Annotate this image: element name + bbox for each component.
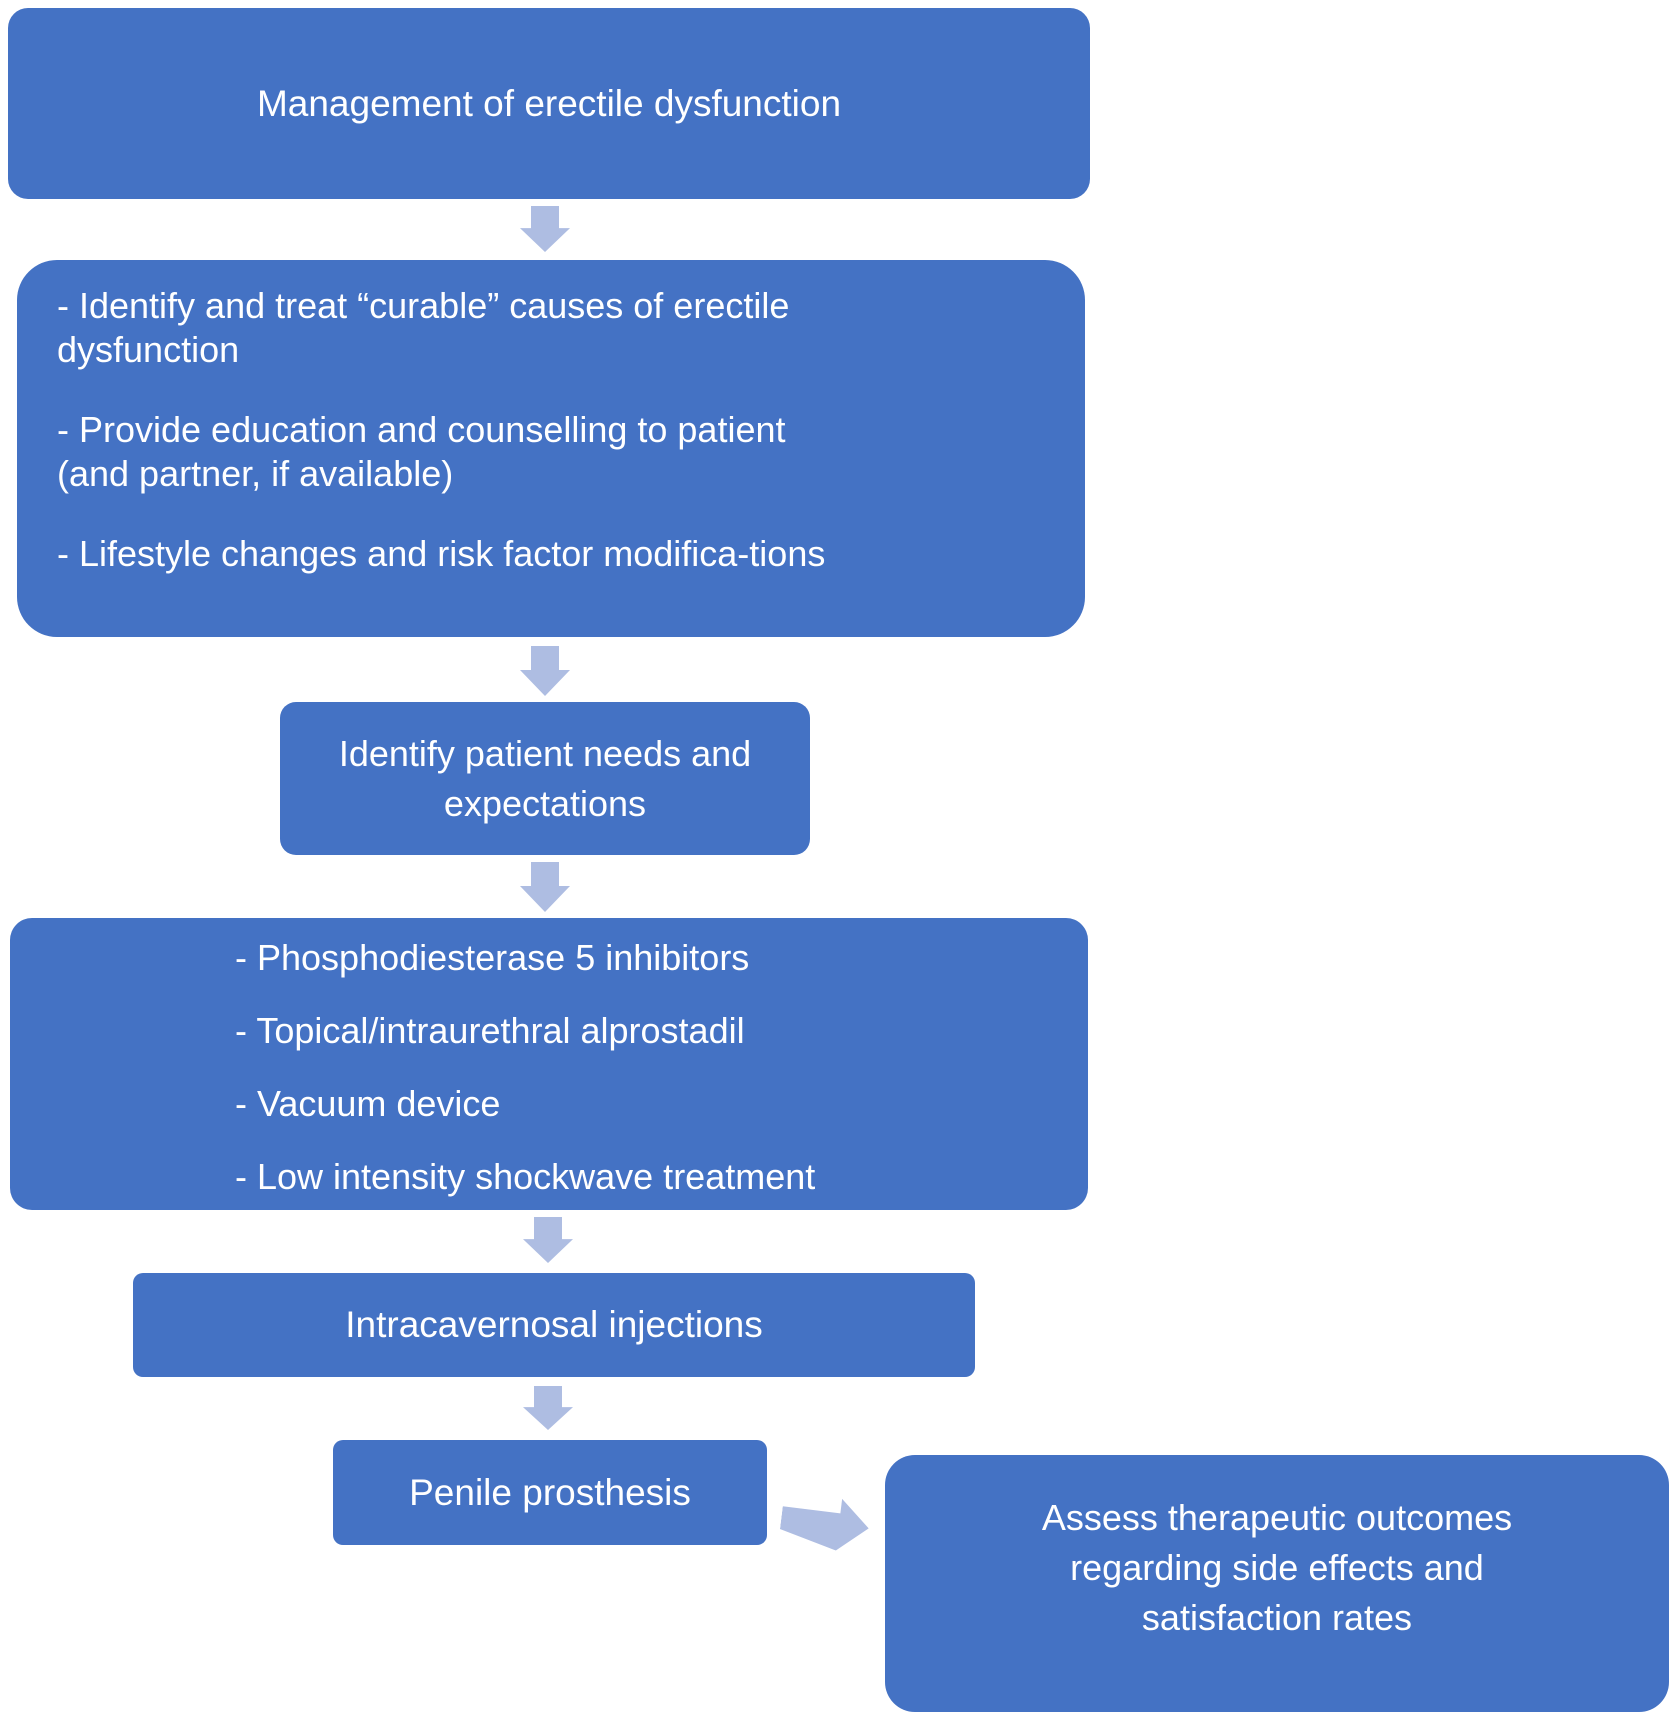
down-arrow-icon [523,1386,573,1430]
node-intracavernosal-injections: Intracavernosal injections [133,1273,975,1377]
node-label: Identify patient needs and expectations [338,732,752,824]
list-item: - Identify and treat “curable” causes of… [57,285,790,370]
down-arrow-icon [523,1217,573,1263]
down-arrow-icon [520,646,570,696]
node-management-of-erectile-dysfunction: Management of erectile dysfunction [8,8,1090,199]
list-item: - Phosphodiesterase 5 inhibitors [235,937,750,978]
node-penile-prosthesis: Penile prosthesis [333,1440,767,1545]
list-item: - Low intensity shockwave treatment [235,1156,816,1197]
node-label: Intracavernosal injections [345,1304,763,1345]
node-assess-therapeutic-outcomes: Assess therapeutic outcomes regarding si… [885,1455,1669,1712]
node-first-line-treatments: - Phosphodiesterase 5 inhibitors - Topic… [10,918,1088,1210]
node-label: Assess therapeutic outcomes regarding si… [1041,1496,1513,1638]
node-identify-patient-needs: Identify patient needs and expectations [280,702,810,855]
down-arrow-icon [520,862,570,912]
list-item: - Topical/intraurethral alprostadil [235,1010,745,1051]
down-arrow-icon [520,206,570,252]
right-arrow-icon [778,1492,872,1554]
node-label: Management of erectile dysfunction [256,82,842,124]
list-item: - Lifestyle changes and risk factor modi… [57,533,826,574]
list-item: - Provide education and counselling to p… [57,409,786,494]
node-label: Penile prosthesis [409,1471,691,1513]
node-initial-management-steps: - Identify and treat “curable” causes of… [17,260,1085,637]
list-item: - Vacuum device [235,1083,501,1124]
